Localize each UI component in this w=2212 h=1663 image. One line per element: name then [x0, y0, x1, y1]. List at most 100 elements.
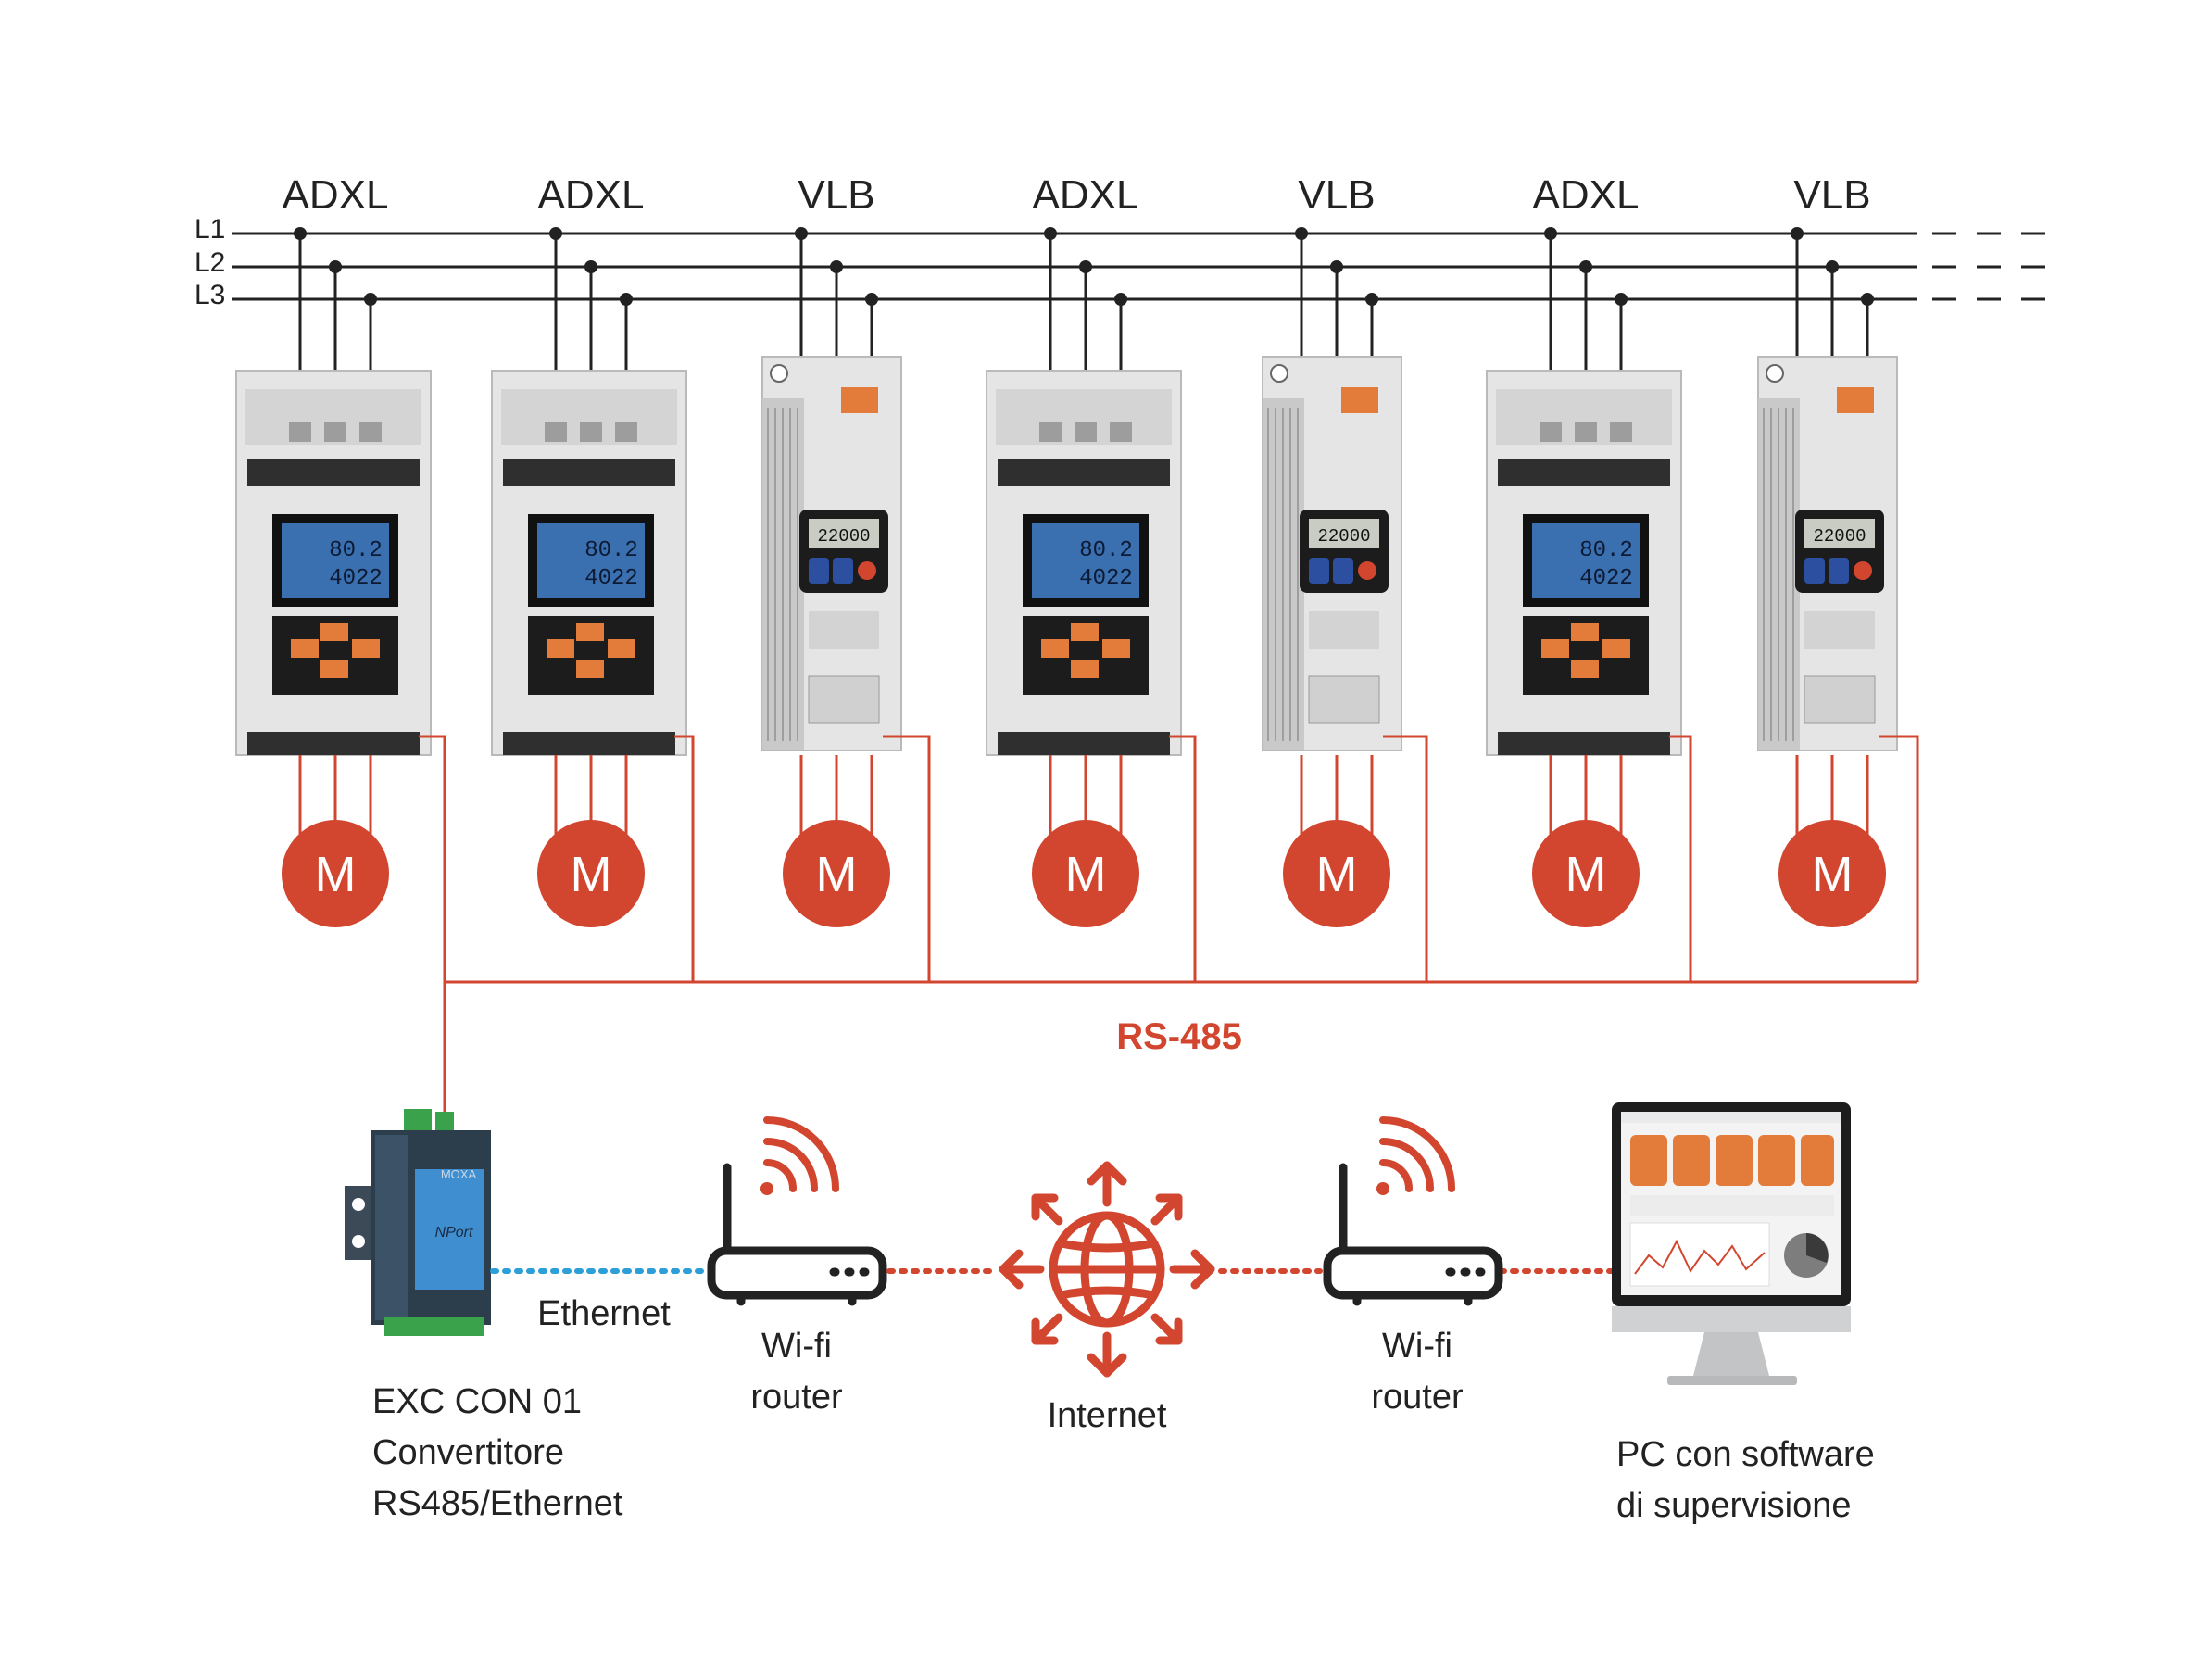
rs485-drop	[1879, 735, 1919, 982]
line-label-l1: L1	[195, 214, 225, 245]
motor-icon	[1283, 820, 1390, 927]
router-2-label-line-2: router	[1371, 1378, 1464, 1417]
junction-dot	[1826, 260, 1839, 273]
lcd-display	[1309, 519, 1379, 548]
motor-icon	[783, 820, 890, 927]
junction-dot	[1544, 227, 1557, 240]
lcd-value-2: 4022	[1579, 566, 1633, 591]
rs485-bus	[443, 980, 1917, 1116]
converter-label-line-2: Convertitore	[372, 1433, 564, 1472]
device-label: ADXL	[283, 172, 389, 218]
junction-dot	[1615, 293, 1628, 306]
lcd-display	[537, 523, 645, 598]
rs485-drop	[1383, 735, 1428, 982]
motor-label: M	[1812, 847, 1854, 902]
motor-label: M	[816, 847, 858, 902]
junction-dot	[1044, 227, 1057, 240]
converter-model: NPort	[435, 1225, 473, 1241]
junction-dot	[1791, 227, 1804, 240]
junction-dot	[549, 227, 562, 240]
lcd-value-2: 4022	[584, 566, 638, 591]
router-1-label-line-2: router	[750, 1378, 843, 1417]
lcd-value: 22000	[1813, 526, 1866, 547]
lcd-value-2: 4022	[1079, 566, 1133, 591]
router-2-label-line-1: Wi-fi	[1382, 1327, 1452, 1366]
device-label: VLB	[798, 172, 874, 218]
device-label: ADXL	[1033, 172, 1139, 218]
junction-dot	[620, 293, 633, 306]
lcd-value-1: 80.2	[1079, 538, 1133, 563]
terminal-block	[247, 459, 420, 486]
device-label: VLB	[1298, 172, 1375, 218]
motor-label: M	[315, 847, 357, 902]
lcd-value: 22000	[817, 526, 870, 547]
motor-label: M	[571, 847, 612, 902]
pc-label-line-2: di supervisione	[1616, 1486, 1851, 1525]
motor-icon	[537, 820, 645, 927]
junction-dot	[1330, 260, 1343, 273]
router-2-icon	[1323, 1163, 1503, 1306]
router-1-icon	[707, 1163, 887, 1306]
power-lines	[232, 232, 1917, 301]
rs485-drop	[674, 735, 695, 982]
terminal-block	[503, 459, 675, 486]
motor-icon	[1532, 820, 1640, 927]
line-label-l2: L2	[195, 247, 225, 278]
junction-dot	[1079, 260, 1092, 273]
lcd-value-1: 80.2	[329, 538, 383, 563]
device-label: VLB	[1793, 172, 1870, 218]
motor-label: M	[1316, 847, 1358, 902]
motor-icon	[282, 820, 389, 927]
junction-dot	[329, 260, 342, 273]
junction-dot	[1365, 293, 1378, 306]
terminal-block	[998, 459, 1170, 486]
lcd-display	[282, 523, 389, 598]
rs485-drop	[1169, 735, 1197, 982]
device-label: ADXL	[1533, 172, 1640, 218]
ethernet-label: Ethernet	[537, 1294, 671, 1333]
lcd-display	[809, 519, 879, 548]
junction-dot	[865, 293, 878, 306]
motor-icon	[1778, 820, 1886, 927]
wifi-signal-icon-2	[1376, 1116, 1455, 1195]
device-label: ADXL	[538, 172, 645, 218]
junction-dot	[1295, 227, 1308, 240]
converter-label-line-3: RS485/Ethernet	[372, 1484, 623, 1523]
rs485-drop	[1669, 735, 1692, 982]
line-label-l3: L3	[195, 280, 225, 310]
junction-dot	[294, 227, 307, 240]
junction-dot	[1114, 293, 1127, 306]
junction-dot	[795, 227, 808, 240]
pc-label-line-1: PC con software	[1616, 1435, 1875, 1474]
junction-dot	[364, 293, 377, 306]
converter-brand: MOXA	[441, 1167, 477, 1181]
internet-globe-icon	[1049, 1211, 1165, 1328]
junction-dot	[584, 260, 597, 273]
junction-dot	[1861, 293, 1874, 306]
motor-label: M	[1065, 847, 1107, 902]
power-line-dashes	[1932, 232, 2052, 301]
internet-label: Internet	[1048, 1396, 1167, 1435]
motor-label: M	[1565, 847, 1607, 902]
junction-dot	[830, 260, 843, 273]
pc-monitor-icon	[1612, 1102, 1851, 1385]
rs485-drop	[419, 735, 446, 982]
lcd-value-1: 80.2	[1579, 538, 1633, 563]
lcd-value-2: 4022	[329, 566, 383, 591]
converter-label-line-1: EXC CON 01	[372, 1382, 582, 1421]
lcd-display	[1804, 519, 1875, 548]
lcd-value: 22000	[1317, 526, 1370, 547]
terminal-block	[1498, 459, 1670, 486]
lcd-display	[1532, 523, 1640, 598]
lcd-value-1: 80.2	[584, 538, 638, 563]
converter-device: MOXA NPort	[345, 1109, 491, 1336]
bus-label: RS-485	[1116, 1016, 1242, 1057]
rs485-drop	[883, 735, 931, 982]
wifi-signal-icon-1	[760, 1116, 839, 1195]
